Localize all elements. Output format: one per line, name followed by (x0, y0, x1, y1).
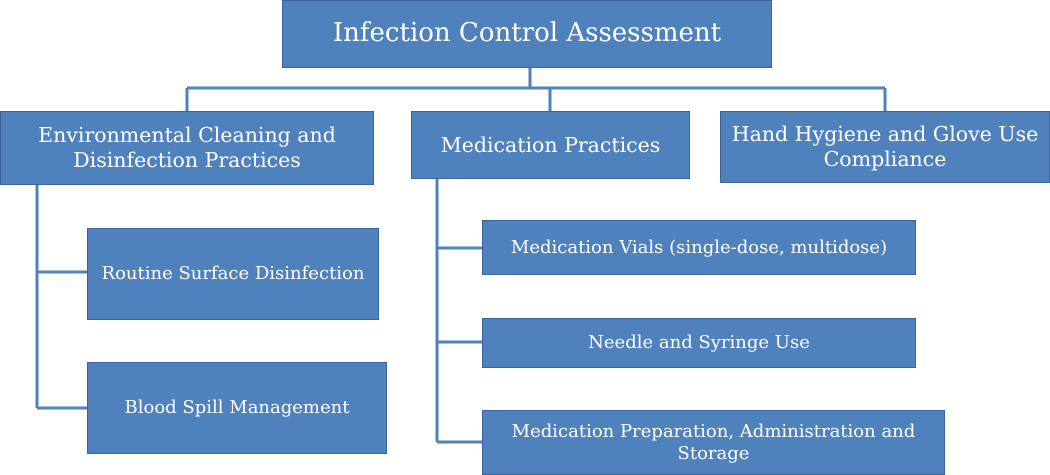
item-blood-spill-node: Blood Spill Management (87, 362, 387, 454)
item-medication-vials-label: Medication Vials (single-dose, multidose… (510, 236, 888, 258)
item-needle-syringe-node: Needle and Syringe Use (482, 318, 916, 368)
category-hand-hygiene-node: Hand Hygiene and Glove Use Compliance (720, 111, 1050, 183)
item-needle-syringe-label: Needle and Syringe Use (588, 332, 810, 354)
item-blood-spill-label: Blood Spill Management (124, 397, 350, 419)
category-hand-hygiene-label: Hand Hygiene and Glove Use Compliance (731, 122, 1039, 171)
item-medication-prep-label: Medication Preparation, Administration a… (511, 420, 916, 464)
category-environmental-node: Environmental Cleaning and Disinfection … (0, 111, 374, 185)
item-medication-vials-node: Medication Vials (single-dose, multidose… (482, 220, 916, 275)
item-routine-surface-node: Routine Surface Disinfection (87, 228, 379, 320)
root-node: Infection Control Assessment (282, 0, 772, 68)
category-medication-label: Medication Practices (440, 132, 661, 157)
category-medication-node: Medication Practices (411, 111, 690, 179)
root-label: Infection Control Assessment (332, 18, 722, 49)
item-routine-surface-label: Routine Surface Disinfection (101, 263, 365, 285)
item-medication-prep-node: Medication Preparation, Administration a… (482, 410, 945, 475)
category-environmental-label: Environmental Cleaning and Disinfection … (38, 123, 336, 172)
